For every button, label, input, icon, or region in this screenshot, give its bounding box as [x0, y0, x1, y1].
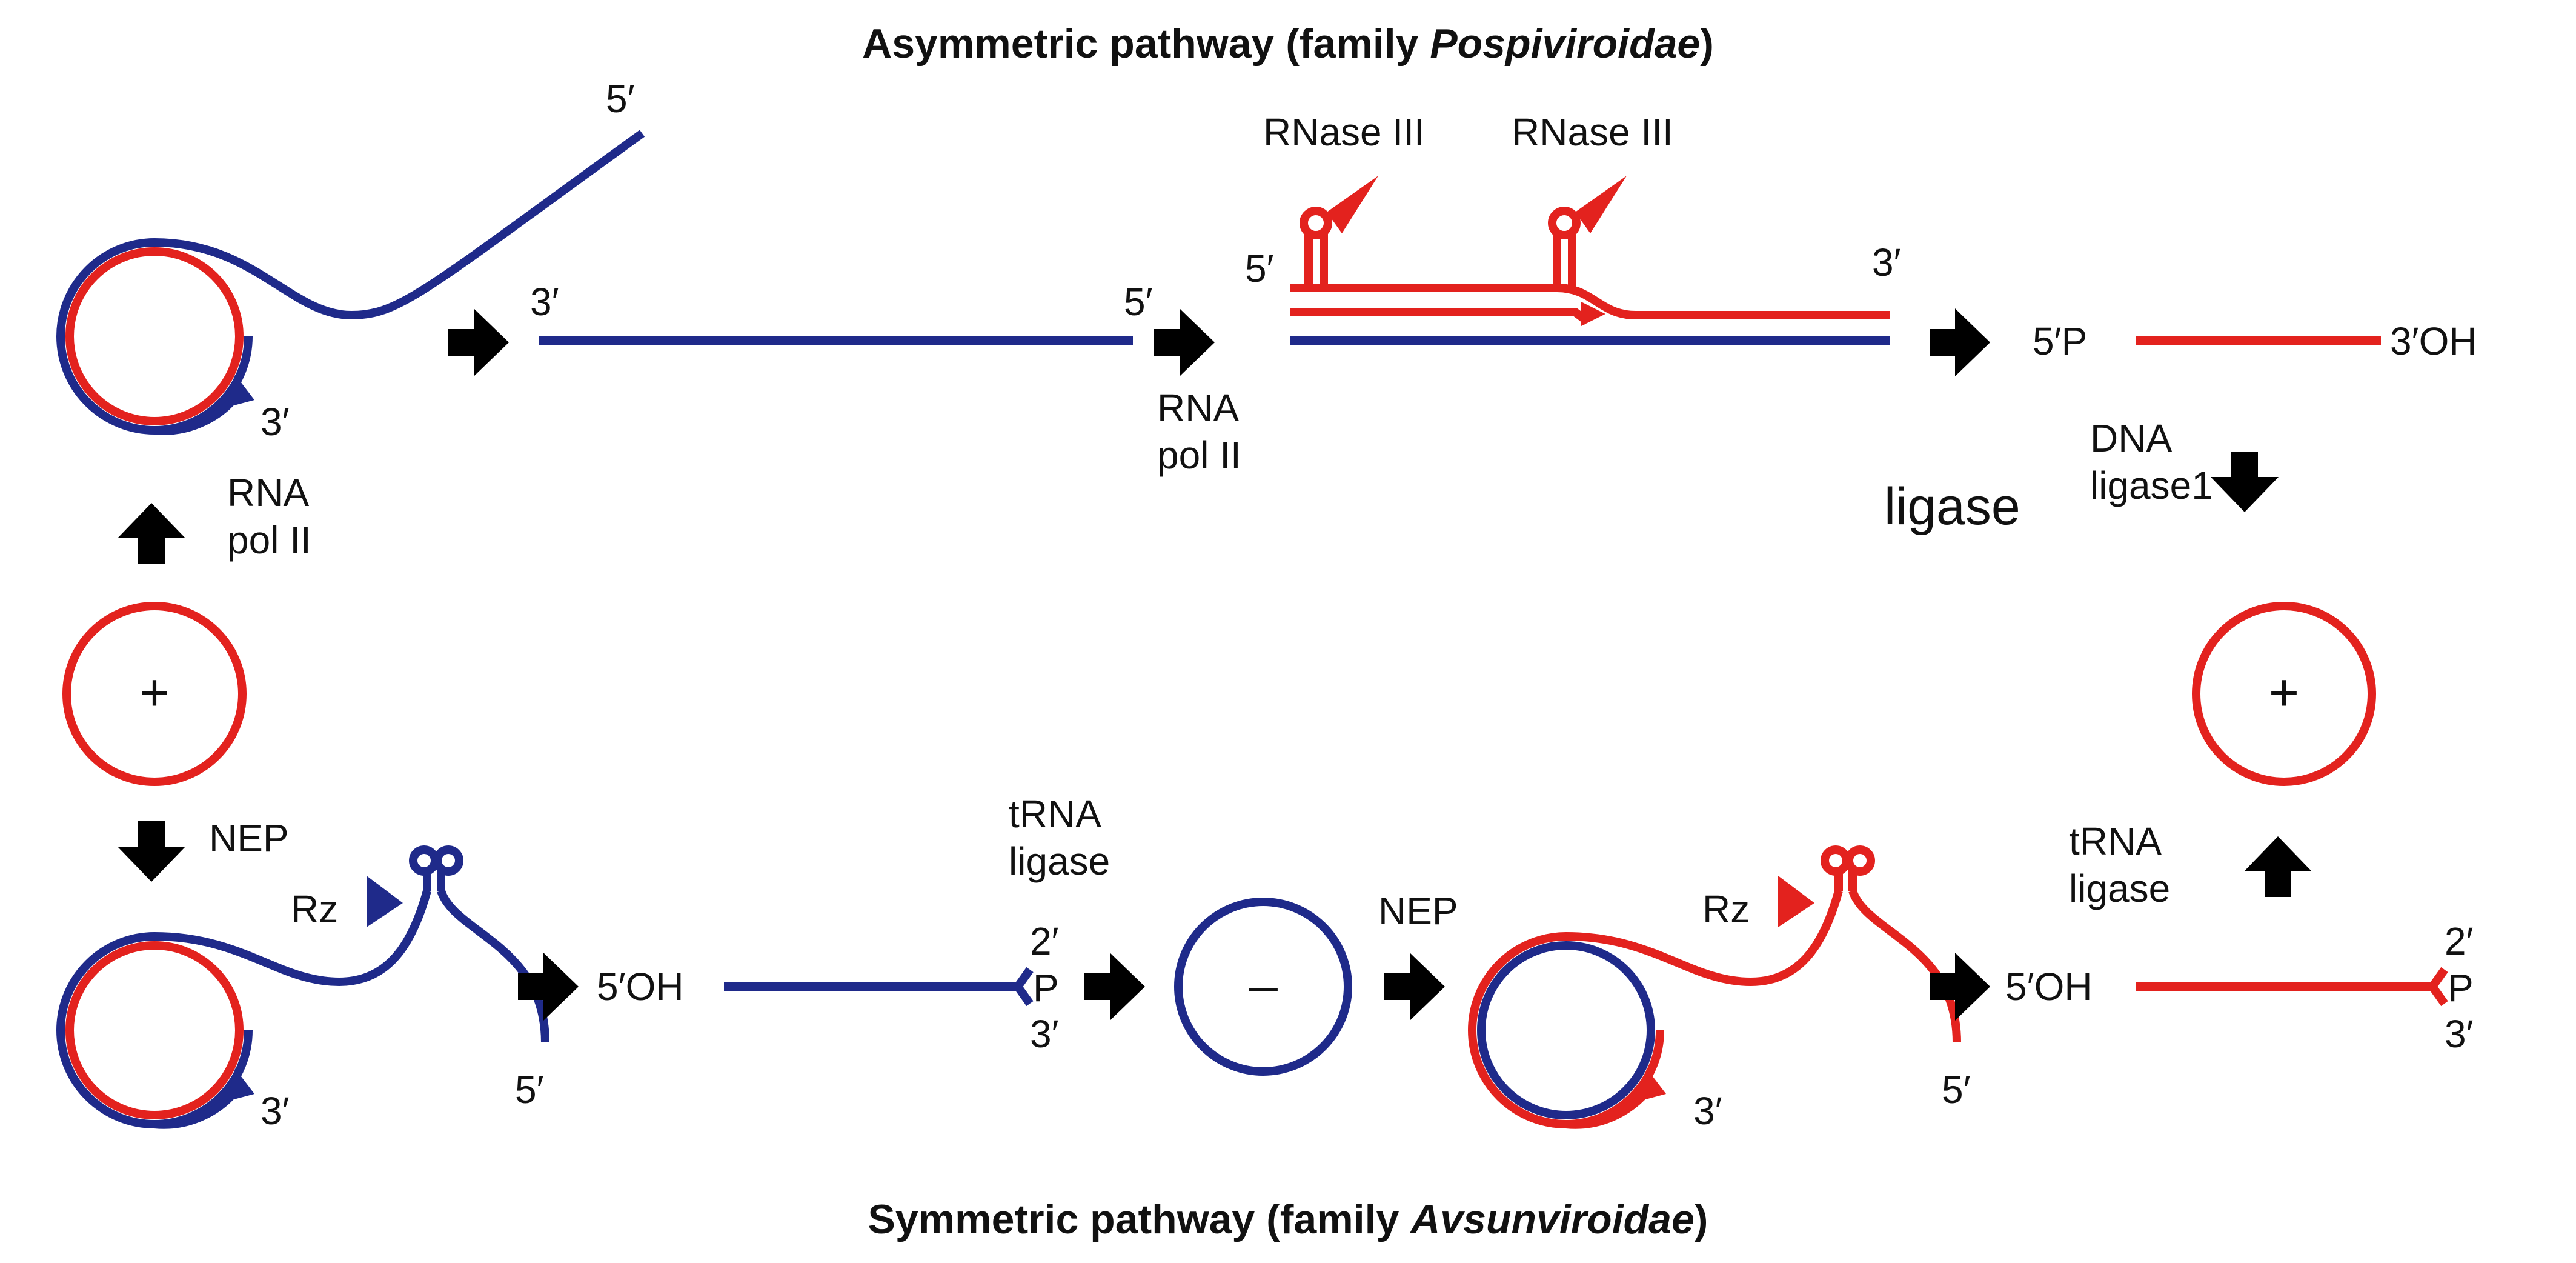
bottom-plus-end-5oh: 5′OH — [2005, 965, 2093, 1008]
arrow-right-top-3 — [1930, 308, 1990, 376]
left-plus-symbol: + — [139, 664, 170, 722]
top-linear-minus-strand: 3′ 5′ — [530, 280, 1153, 345]
ligase-big-label: ligase — [1884, 478, 2020, 536]
top-linear-end-3: 3′ — [530, 280, 559, 324]
top-rolling-end-3: 3′ — [261, 400, 290, 444]
bottom-plus-end-3: 3′ — [2445, 1012, 2474, 1056]
bottom-linear-minus-strand: 5′OH 2′ P 3′ — [597, 919, 1059, 1056]
arrow-right-bottom-2 — [1084, 953, 1145, 1021]
bottom-enzyme-nep-1: NEP — [209, 816, 289, 860]
cleavage-end-5: 5′ — [1245, 247, 1274, 290]
bottom-minus-end-2: 2′ — [1030, 919, 1059, 963]
rz-cleavage-marker-2 — [1778, 876, 1814, 927]
bottom-enzyme-nep-2: NEP — [1378, 889, 1458, 933]
bottom-rolling-circle-1: Rz 3′ 5′ — [56, 845, 549, 1133]
top-cleavage-intermediate: RNase III RNase III 5′ 3′ — [1245, 110, 1901, 345]
product-end-3oh: 3′OH — [2390, 319, 2477, 363]
red-strand-arrowhead — [1581, 302, 1605, 326]
bottom-plus-end-2: 2′ — [2445, 919, 2474, 963]
rnase-iii-label-2: RNase III — [1512, 110, 1673, 154]
arrow-right-bottom-4 — [1930, 953, 1990, 1021]
bottom-rolling-2-end-5: 5′ — [1942, 1068, 1971, 1111]
arrow-down-left — [118, 821, 185, 882]
arrow-down-right — [2211, 452, 2279, 512]
top-linear-plus-product: 5′P 3′OH — [2033, 319, 2477, 363]
rz-label-2: Rz — [1702, 887, 1750, 931]
rz-label-1: Rz — [291, 887, 338, 931]
bottom-plus-p: P — [2448, 966, 2474, 1010]
top-rolling-arrowhead — [227, 375, 254, 407]
asymmetric-pathway-title: Asymmetric pathway (family Pospiviroidae… — [862, 21, 1714, 67]
bottom-linear-plus-strand: 5′OH 2′ P 3′ — [2005, 919, 2474, 1056]
bottom-rolling-1-arrowhead — [227, 1068, 254, 1101]
rnase-iii-cleavage-marker-1 — [1327, 176, 1378, 233]
left-plus-circle: + — [62, 602, 247, 786]
top-linear-end-5: 5′ — [1124, 280, 1153, 324]
arrow-up-left — [118, 503, 185, 564]
symmetric-pathway-title: Symmetric pathway (family Avsunviroidae) — [868, 1196, 1708, 1242]
rnase-iii-label-1: RNase III — [1263, 110, 1425, 154]
arrow-up-right — [2244, 836, 2312, 897]
cleavage-end-3: 3′ — [1872, 241, 1901, 284]
bottom-rolling-1-end-3: 3′ — [261, 1089, 290, 1133]
right-plus-circle: + — [2192, 602, 2376, 786]
arrow-right-top-2 — [1154, 308, 1215, 376]
bottom-minus-p: P — [1033, 966, 1059, 1010]
top-rolling-circle: 5′ 3′ — [56, 77, 645, 444]
bottom-rolling-2-arrowhead — [1639, 1068, 1666, 1101]
bottom-rolling-circle-2: Rz 3′ 5′ — [1468, 845, 1971, 1133]
rnase-iii-cleavage-marker-2 — [1575, 176, 1627, 233]
minus-symbol: – — [1249, 956, 1278, 1015]
bottom-minus-end-5oh: 5′OH — [597, 965, 684, 1008]
arrow-right-bottom-3 — [1384, 953, 1445, 1021]
rz-cleavage-marker-1 — [367, 876, 403, 927]
right-plus-symbol: + — [2269, 664, 2299, 722]
product-end-5p: 5′P — [2033, 319, 2087, 363]
minus-circle: – — [1174, 898, 1352, 1076]
bottom-rolling-2-end-3: 3′ — [1693, 1089, 1722, 1133]
bottom-minus-end-3: 3′ — [1030, 1012, 1059, 1056]
arrow-right-bottom-1 — [518, 953, 579, 1021]
top-rolling-end-5: 5′ — [606, 77, 635, 121]
arrow-right-top-1 — [448, 308, 509, 376]
bottom-rolling-1-end-5: 5′ — [515, 1068, 544, 1111]
